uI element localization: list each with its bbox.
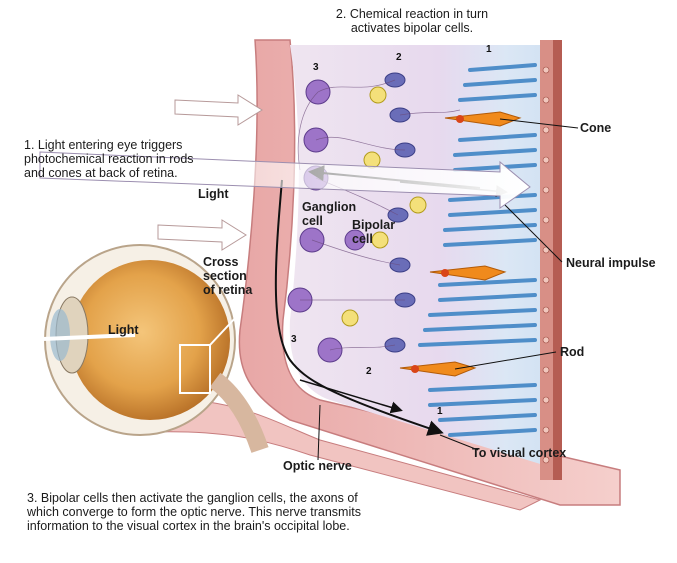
light-label-eye: Light	[108, 323, 139, 337]
cross-section-label: Cross section of retina	[203, 255, 252, 297]
light-label-upper: Light	[198, 187, 229, 201]
layer-number-bottom-1: 1	[437, 406, 443, 417]
layer-number-top-1: 1	[486, 44, 492, 55]
neural-impulse-label: Neural impulse	[566, 256, 656, 270]
layer-number-bottom-2: 2	[366, 366, 372, 377]
bipolar-cell-label: Bipolar cell	[352, 218, 395, 246]
step-1-caption: 1. Light entering eye triggers photochem…	[24, 138, 244, 180]
light-arrow-upper	[175, 95, 262, 125]
layer-number-bottom-3: 3	[291, 334, 297, 345]
to-visual-cortex-label: To visual cortex	[472, 446, 566, 460]
light-arrow-lower	[158, 220, 246, 250]
layer-number-top-2: 2	[396, 52, 402, 63]
ganglion-cell-label: Ganglion cell	[302, 200, 356, 228]
rod-label: Rod	[560, 345, 584, 359]
optic-nerve-label: Optic nerve	[283, 459, 352, 473]
step-3-caption: 3. Bipolar cells then activate the gangl…	[27, 491, 427, 533]
cone-label: Cone	[580, 121, 611, 135]
layer-number-top-3: 3	[313, 62, 319, 73]
step-2-caption: 2. Chemical reaction in turn activates b…	[312, 7, 512, 35]
